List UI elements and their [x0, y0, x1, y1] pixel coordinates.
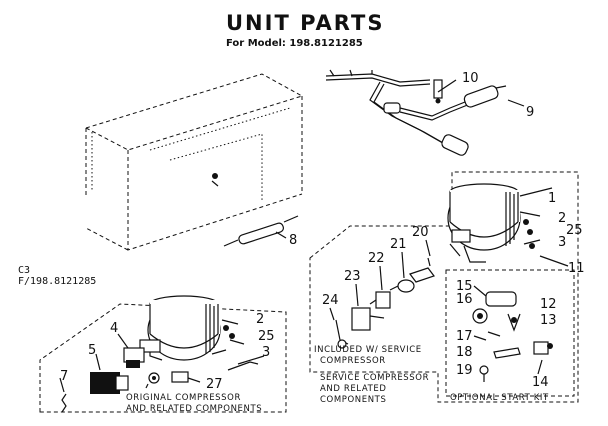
part-16-cap: [472, 308, 488, 324]
caption-included-1: INCLUDED W/ SERVICE: [314, 345, 422, 355]
label-13: 13: [540, 313, 557, 328]
label-23: 23: [344, 269, 361, 284]
label-10: 10: [462, 71, 479, 86]
caption-original-2: AND RELATED COMPONENTS: [126, 404, 262, 414]
label-24: 24: [322, 293, 339, 308]
part-24-valve: [335, 319, 349, 349]
diagram-title: UNIT PARTS: [226, 11, 384, 35]
label-17: 17: [456, 329, 473, 344]
ref-model: F/198.8121285: [18, 276, 96, 287]
label-3-original: 3: [262, 345, 270, 360]
part-20-tube: [409, 257, 435, 283]
label-14: 14: [532, 375, 549, 390]
caption-included-2: COMPRESSOR: [320, 356, 386, 366]
label-27: 27: [206, 377, 223, 392]
part-21-fitting: [389, 279, 415, 293]
cabinet-outline: [85, 73, 303, 251]
label-7: 7: [60, 369, 68, 384]
label-9: 9: [526, 105, 534, 120]
label-25-service: 25: [566, 223, 583, 238]
label-11: 11: [568, 261, 585, 276]
label-25-original: 25: [258, 329, 275, 344]
part-23-plug: [351, 307, 385, 331]
part-15-capacitor: [473, 285, 517, 307]
label-2-service: 2: [558, 211, 566, 226]
label-16: 16: [456, 292, 473, 307]
label-18: 18: [456, 345, 473, 360]
service-group-box: [309, 171, 579, 403]
part-10-connector: [433, 79, 457, 104]
caption-service-3: COMPONENTS: [320, 395, 386, 405]
part-4-relay: [117, 333, 145, 368]
label-19: 19: [456, 363, 473, 378]
part-13-overload: [533, 341, 553, 355]
part-12-relay: [507, 313, 521, 332]
part-18-bracket: [493, 347, 521, 359]
part-19-screw: [479, 365, 489, 382]
label-8: 8: [289, 233, 297, 248]
label-15: 15: [456, 279, 473, 294]
label-4: 4: [110, 321, 118, 336]
label-21: 21: [390, 237, 407, 252]
label-20: 20: [412, 225, 429, 240]
label-3-service: 3: [558, 235, 566, 250]
label-5: 5: [88, 343, 96, 358]
caption-service-2: AND RELATED: [320, 384, 387, 394]
label-2-original: 2: [256, 312, 264, 327]
ref-code: C3: [18, 265, 30, 276]
part-8-drier: [223, 215, 299, 247]
part-5-cover: [90, 353, 129, 394]
model-number: For Model: 198.8121285: [226, 38, 363, 49]
caption-service-1: SERVICE COMPRESSOR: [320, 373, 429, 383]
part-17-wire: [473, 331, 501, 341]
caption-original-1: ORIGINAL COMPRESSOR: [126, 393, 241, 403]
label-12: 12: [540, 297, 557, 312]
part-9-harness: [325, 69, 507, 156]
original-compressor: [139, 295, 245, 361]
service-compressor: [447, 183, 553, 263]
part-3-service-mount: [523, 239, 541, 249]
cabinet-screw: [211, 173, 219, 187]
label-1: 1: [548, 191, 556, 206]
start-kit-box: [445, 269, 575, 397]
part-27-grommet: [145, 371, 201, 389]
part-7-clip: [59, 377, 67, 413]
caption-start-kit: OPTIONAL START KIT: [450, 393, 549, 403]
part-3-mount: [227, 355, 265, 371]
label-22: 22: [368, 251, 385, 266]
part-22-connector: [369, 291, 391, 309]
